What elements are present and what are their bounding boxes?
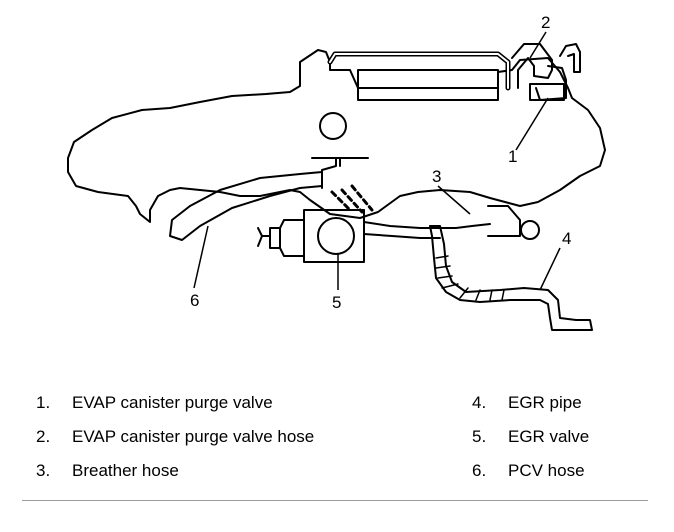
legend-item-3: 3. Breather hose — [36, 461, 179, 481]
callout-1: 1 — [508, 147, 517, 166]
callout-6: 6 — [190, 291, 199, 310]
egr-pipe — [429, 225, 593, 331]
legend-label: EVAP canister purge valve hose — [72, 427, 315, 446]
legend-label: EGR pipe — [508, 393, 582, 412]
legend-number: 4. — [472, 393, 487, 412]
legend-number: 2. — [36, 427, 51, 446]
legend-number: 3. — [36, 461, 51, 480]
legend-label: EGR valve — [508, 427, 590, 446]
callout-2: 2 — [541, 13, 550, 32]
legend-number: 5. — [472, 427, 487, 446]
legend-number: 1. — [36, 393, 51, 412]
legend-number: 6. — [472, 461, 487, 480]
callout-3: 3 — [432, 167, 441, 186]
legend-label: EVAP canister purge valve — [72, 393, 273, 412]
legend-label: Breather hose — [72, 461, 179, 480]
legend-item-4: 4. EGR pipe — [472, 393, 582, 413]
legend-item-6: 6. PCV hose — [472, 461, 585, 481]
engine-body-outline — [67, 49, 606, 223]
legend-item-1: 1. EVAP canister purge valve — [36, 393, 273, 413]
breather-hose — [363, 221, 491, 229]
mount-hole — [319, 112, 347, 140]
egr-valve-body — [303, 209, 365, 263]
egr-valve-diaphragm — [317, 217, 355, 255]
callout-4: 4 — [562, 229, 571, 248]
bottom-divider — [22, 500, 648, 501]
legend-item-5: 5. EGR valve — [472, 427, 589, 447]
callout-5: 5 — [332, 293, 341, 312]
pcv-hose — [169, 171, 323, 241]
legend: 1. EVAP canister purge valve 2. EVAP canis… — [0, 388, 674, 498]
engine-diagram: 1 2 3 4 5 6 — [67, 13, 606, 331]
legend-label: PCV hose — [508, 461, 585, 480]
intake-plenum — [357, 69, 499, 101]
legend-item-2: 2. EVAP canister purge valve hose — [36, 427, 314, 447]
